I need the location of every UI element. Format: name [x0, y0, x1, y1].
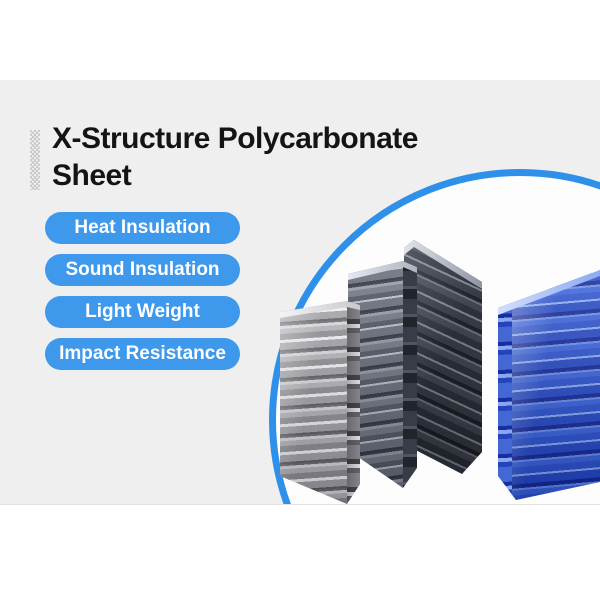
feature-badge-sound-insulation: Sound Insulation — [45, 254, 240, 286]
feature-badge-light-weight: Light Weight — [45, 296, 240, 328]
feature-badge-impact-resistance: Impact Resistance — [45, 338, 240, 370]
feature-label: Light Weight — [85, 301, 200, 322]
sheet-front-face — [280, 301, 347, 504]
feature-label: Sound Insulation — [65, 259, 220, 280]
sheet-front-face — [512, 270, 600, 500]
sheet-side-face — [347, 301, 360, 504]
feature-label: Impact Resistance — [59, 343, 226, 364]
hatch-decoration — [30, 130, 40, 190]
sheet-clear-gray-image — [280, 301, 360, 504]
title-line1: X-Structure Polycarbonate — [52, 122, 418, 155]
sheet-dark-gray-image — [404, 240, 482, 474]
feature-label: Heat Insulation — [74, 217, 211, 238]
sheet-side-face — [403, 261, 417, 488]
title-line2: Sheet — [52, 159, 132, 192]
sheet-channel-openings — [498, 270, 512, 500]
feature-badge-heat-insulation: Heat Insulation — [45, 212, 240, 244]
